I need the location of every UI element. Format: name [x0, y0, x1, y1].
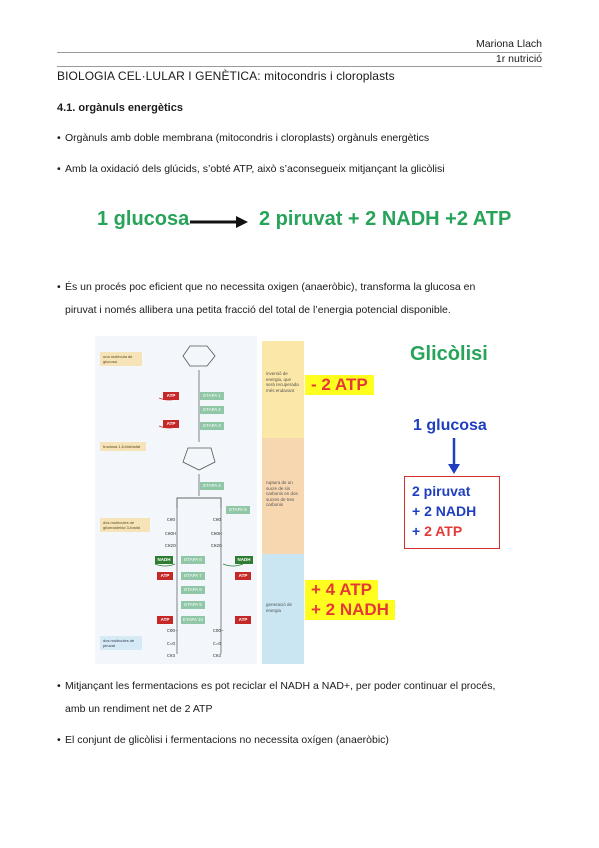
summary-output-box: 2 piruvat + 2 NADH + 2 ATP	[404, 476, 500, 549]
etapa-4: ETAPA 4	[200, 482, 224, 490]
bullet-text-line2: amb un rendiment net de 2 ATP	[65, 703, 213, 715]
g3p-label: dos molècules de gliceraldehid 3-fosfat	[100, 518, 150, 532]
bullet-item-5: • El conjunt de glicòlisi i fermentacions…	[57, 729, 545, 752]
etapa-3: ETAPA 3	[200, 422, 224, 430]
down-arrow-icon	[448, 438, 460, 474]
etapa-10: ETAPA 10	[181, 616, 205, 624]
header-divider	[57, 52, 542, 53]
equation-right: 2 piruvat + 2 NADH +2 ATP	[259, 208, 512, 230]
summary-output-nadh: + 2 NADH	[412, 503, 477, 519]
atp-tag: ATP	[163, 392, 179, 400]
etapa-7: ETAPA 7	[181, 572, 205, 580]
bullet-marker: •	[57, 281, 61, 293]
summary-atp-prefix: +	[412, 523, 425, 539]
chem-label: CHO	[167, 518, 176, 523]
chem-label: CH3	[167, 654, 176, 659]
bullet-text: Orgànuls amb doble membrana (mitocondris…	[65, 132, 430, 144]
bullet-text: El conjunt de glicòlisi i fermentacions …	[65, 734, 389, 746]
atp-tag: ATP	[235, 572, 251, 580]
summary-output-atp: + 2 ATP	[412, 523, 462, 539]
chem-label: CHOH	[165, 532, 176, 537]
bullet-marker: •	[57, 132, 61, 144]
investment-phase-label: inversió de energia, que serà recuperada…	[266, 371, 299, 393]
bullet-item-1: • Orgànuls amb doble membrana (mitocondri…	[57, 127, 545, 150]
chem-label: CHOH	[211, 532, 222, 537]
bullet-item-2: • Amb la oxidació dels glúcids, s’obté AT…	[57, 158, 545, 181]
etapa-6: ETAPA 6	[181, 556, 205, 564]
bullet-text-line2: piruvat i només allibera una petita frac…	[65, 304, 451, 316]
bullet-text-line1: És un procés poc eficient que no necessi…	[65, 281, 476, 293]
atp-tag: ATP	[157, 572, 173, 580]
glycolysis-diagram: una molècula de glucosa fructosa 1,6-bis…	[95, 336, 257, 664]
fructose-label: fructosa 1,6-bisfosfat	[100, 442, 146, 451]
glucose-label: una molècula de glucosa	[100, 352, 142, 366]
plus-nadh-callout: + 2 NADH	[305, 600, 395, 620]
summary-input: 1 glucosa	[413, 417, 487, 434]
chem-label: COO−	[167, 629, 178, 634]
investment-phase-band: inversió de energia, que serà recuperada…	[262, 341, 304, 438]
author-name: Mariona Llach	[476, 38, 542, 50]
right-arrow-icon	[190, 216, 248, 228]
glycolysis-title: Glicòlisi	[410, 343, 488, 365]
equation-left: 1 glucosa	[97, 208, 190, 230]
bullet-marker: •	[57, 163, 61, 175]
generation-phase-band: generació de energia	[262, 554, 304, 664]
nadh-tag: NADH	[155, 556, 173, 564]
chem-label: CH3	[213, 654, 222, 659]
plus-atp-callout: + 4 ATP	[305, 580, 378, 600]
minus-atp-callout: - 2 ATP	[305, 375, 374, 395]
split-phase-label: ruptura de un sucre de sis carbonis en d…	[266, 480, 298, 507]
atp-tag: ATP	[235, 616, 251, 624]
document-title: BIOLOGIA CEL·LULAR I GENÈTICA: mitocondr…	[57, 69, 395, 83]
bullet-text: Amb la oxidació dels glúcids, s’obté ATP…	[65, 163, 445, 175]
glycolysis-structure-art	[154, 345, 244, 654]
bullet-item-4: • Mitjançant les fermentacions es pot rec…	[57, 675, 545, 721]
chem-label: CHO	[213, 518, 222, 523]
summary-output-piruvat: 2 piruvat	[412, 483, 471, 499]
nadh-tag: NADH	[235, 556, 253, 564]
bullet-item-3: • És un procés poc eficient que no necess…	[57, 276, 545, 322]
etapa-8: ETAPA 8	[181, 586, 205, 594]
bullet-marker: •	[57, 680, 61, 692]
course-label: 1r nutrició	[495, 53, 542, 65]
etapa-2: ETAPA 2	[200, 406, 224, 414]
chem-label: C=O	[167, 642, 176, 647]
bullet-marker: •	[57, 734, 61, 746]
etapa-5: ETAPA 5	[226, 506, 250, 514]
atp-tag: ATP	[163, 420, 179, 428]
header-divider-2	[57, 66, 542, 67]
bullet-text-line1: Mitjançant les fermentacions es pot reci…	[65, 680, 496, 692]
chem-label: C=O	[213, 642, 222, 647]
summary-atp-value: 2 ATP	[424, 523, 463, 539]
atp-tag: ATP	[157, 616, 173, 624]
chem-label: CH2O	[211, 544, 222, 549]
etapa-1: ETAPA 1	[200, 392, 224, 400]
section-heading: 4.1. orgànuls energètics	[57, 102, 183, 114]
chem-label: CH2O	[165, 544, 176, 549]
chem-label: COO−	[213, 629, 224, 634]
generation-phase-label: generació de energia	[266, 602, 293, 613]
etapa-9: ETAPA 9	[181, 601, 205, 609]
split-phase-band: ruptura de un sucre de sis carbonis en d…	[262, 438, 304, 554]
pyruvate-label: dos molècules de piruvat	[100, 636, 142, 650]
